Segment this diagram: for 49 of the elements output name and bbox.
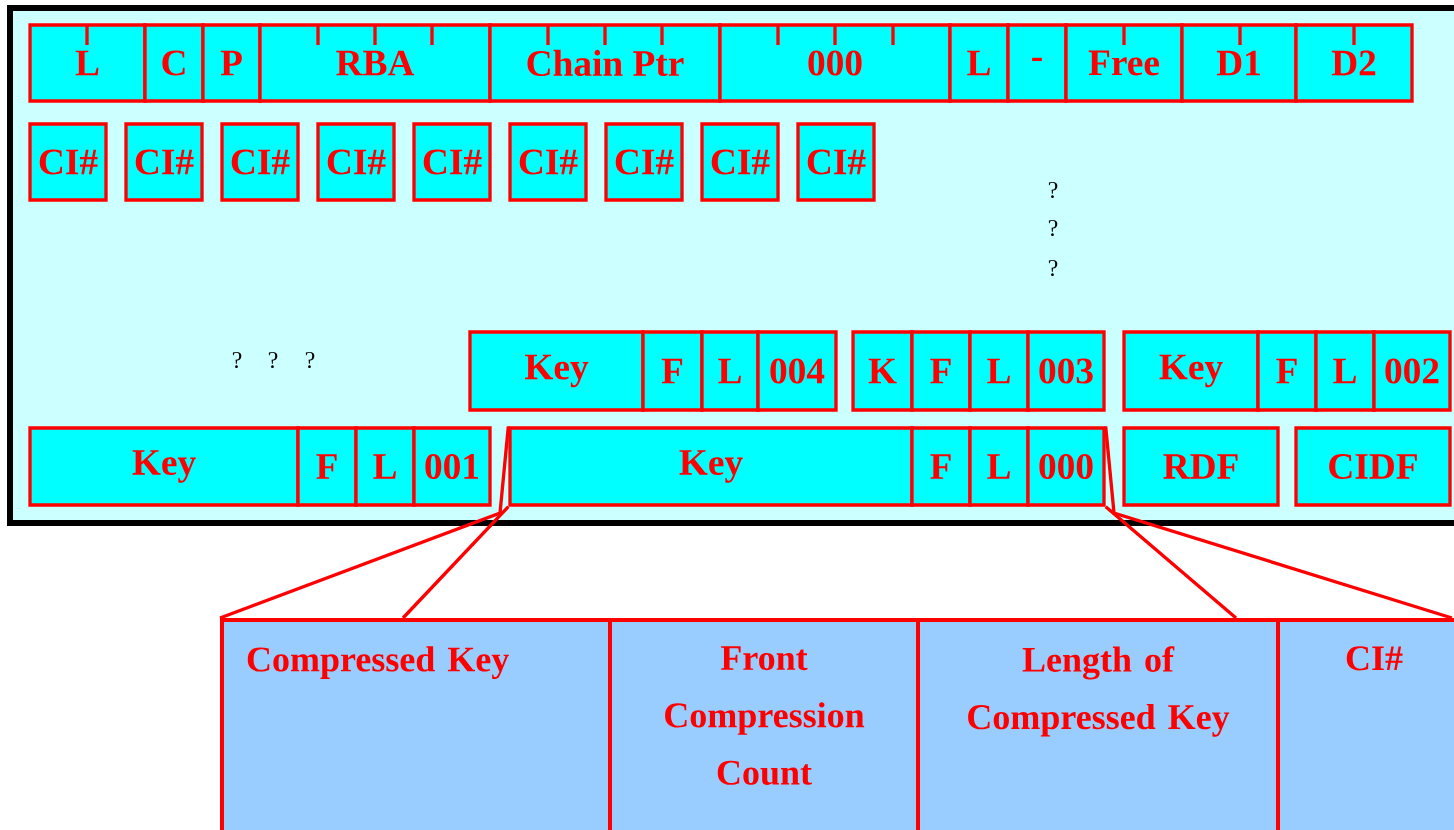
field-cell: F <box>910 330 972 412</box>
field-cell: 003 <box>1026 330 1106 412</box>
field-cell: CI# <box>508 122 588 202</box>
question-mark: ? <box>305 351 315 369</box>
field-cell: P <box>201 23 262 103</box>
detail-cell: Compressed Key <box>220 618 612 830</box>
field-cell: CI# <box>124 122 204 202</box>
field-cell: D1 <box>1180 23 1298 103</box>
field-cell: D2 <box>1294 23 1414 103</box>
field-cell: CI# <box>604 122 684 202</box>
field-cell: L <box>948 23 1010 103</box>
field-cell: L <box>1314 330 1376 412</box>
field-cell: F <box>1256 330 1318 412</box>
question-mark: ? <box>1048 219 1058 237</box>
field-cell: CI# <box>412 122 492 202</box>
field-cell: F <box>296 426 358 507</box>
field-cell: Chain Ptr <box>488 23 722 103</box>
magnify-line <box>219 426 510 620</box>
field-cell: CI# <box>316 122 396 202</box>
question-mark: ? <box>1048 259 1058 277</box>
field-cell: Free <box>1064 23 1184 103</box>
field-cell: CI# <box>28 122 108 202</box>
field-cell: 000 <box>1026 426 1106 507</box>
question-mark: ? <box>268 351 278 369</box>
field-cell: C <box>143 23 205 103</box>
detail-cell: Front Compression Count <box>608 618 920 830</box>
field-cell: 002 <box>1372 330 1452 412</box>
question-mark: ? <box>232 351 242 369</box>
magnify-line <box>1104 426 1453 620</box>
field-cell: K <box>851 330 914 412</box>
question-mark: ? <box>1048 181 1058 199</box>
field-cell: L <box>28 23 147 103</box>
field-cell: - <box>1006 23 1068 103</box>
field-cell: CI# <box>220 122 300 202</box>
magnify-line <box>1104 505 1238 620</box>
field-cell: L <box>968 330 1030 412</box>
field-cell: F <box>910 426 972 507</box>
field-cell: L <box>968 426 1030 507</box>
magnify-line <box>401 505 510 620</box>
field-cell: L <box>354 426 416 507</box>
field-cell: RDF <box>1122 426 1280 507</box>
detail-cell: CI# <box>1276 618 1454 830</box>
field-cell: CI# <box>796 122 876 202</box>
field-cell: F <box>641 330 704 412</box>
field-cell: L <box>700 330 760 412</box>
field-cell: 001 <box>412 426 492 507</box>
field-cell: 004 <box>756 330 838 412</box>
field-cell: CI# <box>700 122 780 202</box>
field-cell: CIDF <box>1294 426 1452 507</box>
